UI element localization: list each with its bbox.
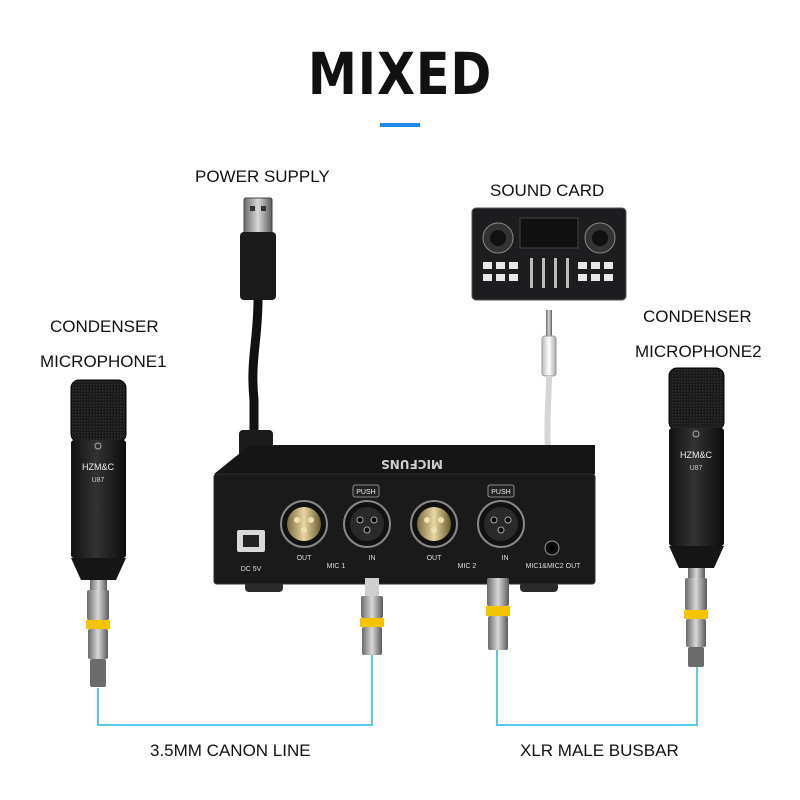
canon-line-connector	[97, 655, 373, 726]
sound-card-image	[471, 207, 627, 301]
mic1-model: U87	[92, 477, 105, 484]
mic2-label: MIC 2	[458, 563, 477, 570]
mic2-push-label: PUSH	[491, 489, 510, 496]
mix-out-label: MIC1&MIC2 OUT	[526, 563, 582, 570]
label-mic2-line1: CONDENSER	[643, 307, 752, 326]
busbar-line-connector	[496, 650, 698, 726]
mic1-in-label: IN	[369, 555, 376, 562]
condenser-microphone-1: HZM&C U87	[70, 379, 127, 687]
mic1-label: MIC 1	[327, 563, 346, 570]
condenser-microphone-2: HZM&C U87	[668, 367, 725, 667]
label-mic1-line1: CONDENSER	[50, 317, 159, 336]
mixer-device: MICFUNS DC 5V OUT PUSH IN MIC 1 OUT PUSH…	[213, 445, 596, 592]
mic2-in-label: IN	[502, 555, 509, 562]
title-underline	[380, 123, 420, 127]
mic1-out-label: OUT	[297, 555, 313, 562]
mic2-brand: HZM&C	[680, 450, 712, 460]
mic1-brand: HZM&C	[82, 462, 114, 472]
label-canon-line: 3.5MM CANON LINE	[150, 741, 311, 760]
label-mic2-line2: MICROPHONE2	[635, 342, 762, 361]
mic2-out-label: OUT	[427, 555, 443, 562]
label-mic1-line2: MICROPHONE1	[40, 352, 167, 371]
label-sound-card: SOUND CARD	[490, 181, 605, 200]
page-title: MIXED	[307, 40, 493, 108]
mic1-push-label: PUSH	[356, 489, 375, 496]
xlr-busbar-plug	[486, 578, 510, 650]
canon-line-xlr-plug	[360, 578, 384, 655]
mic2-model: U87	[690, 465, 703, 472]
label-xlr-busbar: XLR MALE BUSBAR	[520, 741, 679, 760]
dc-label: DC 5V	[241, 566, 262, 573]
device-brand-label: MICFUNS	[381, 457, 443, 471]
label-power-supply: POWER SUPPLY	[195, 167, 330, 186]
